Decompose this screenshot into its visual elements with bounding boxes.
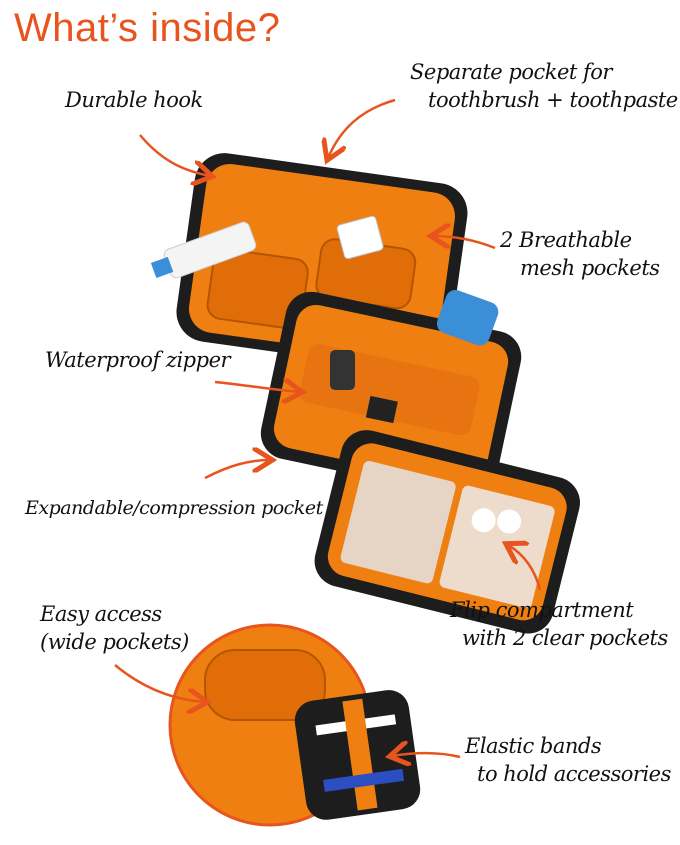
toothpaste-icon [150, 221, 257, 279]
arrow-toothbrush [328, 98, 396, 158]
arrow-hook [139, 134, 210, 176]
arrow-zipper [214, 382, 300, 392]
spray-icon [330, 350, 355, 390]
page-title: What’s inside? [14, 6, 281, 50]
bottle-icon [436, 289, 499, 346]
callout-easy-access: Easy access (wide pockets) [40, 600, 189, 656]
arrow-compression [204, 460, 270, 480]
callout-hook: Durable hook [65, 86, 203, 114]
arrow-elastic [392, 753, 461, 757]
callout-text: with 2 clear pockets [462, 626, 668, 650]
callout-text: Flip compartment [450, 598, 634, 622]
callout-text: Waterproof zipper [45, 348, 231, 372]
callout-zipper: Waterproof zipper [45, 346, 231, 374]
floss-icon [336, 215, 384, 260]
callout-text: Durable hook [65, 88, 203, 112]
arrow-flip [508, 545, 542, 591]
callout-text: Elastic bands [465, 734, 602, 758]
bag-bottom-panel [314, 430, 580, 634]
callout-text: Easy access [40, 602, 162, 626]
arrow-mesh [433, 236, 496, 250]
callout-text: 2 Breathable [500, 228, 632, 252]
callout-text: Separate pocket for [410, 60, 612, 84]
arrow-easy-access [114, 664, 205, 702]
callout-text: to hold accessories [477, 762, 671, 786]
callout-text: (wide pockets) [40, 630, 189, 654]
callout-flip: Flip compartment with 2 clear pockets [450, 596, 668, 652]
callout-text: mesh pockets [520, 256, 660, 280]
detail-circle [168, 623, 421, 827]
callout-text: toothbrush + toothpaste [428, 88, 678, 112]
callout-toothbrush-pocket: Separate pocket for toothbrush + toothpa… [410, 58, 678, 114]
callout-mesh-pockets: 2 Breathable mesh pockets [500, 226, 660, 282]
callout-compression: Expandable/compression pocket [25, 494, 323, 522]
callout-text: Expandable/compression pocket [25, 497, 323, 519]
callout-elastic: Elastic bands to hold accessories [465, 732, 671, 788]
